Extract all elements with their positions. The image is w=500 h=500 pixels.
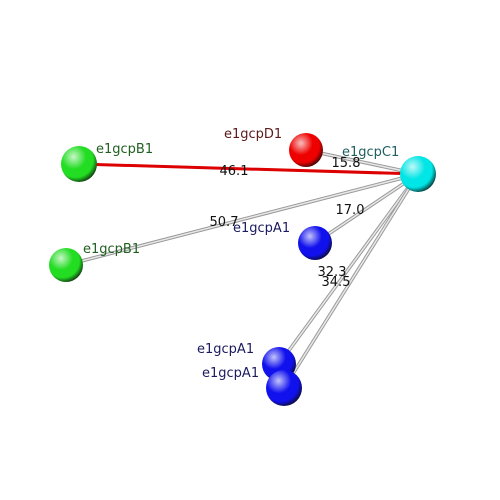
bond-distance-label: 32.3	[318, 265, 347, 280]
atom-label: e1gcpB1	[83, 242, 140, 257]
atom-label: e1gcpA1	[233, 221, 290, 236]
bond-distance-label: 15.8	[332, 156, 361, 171]
atom-label: e1gcpA1	[202, 366, 259, 381]
atom-sphere-blueC[interactable]	[266, 370, 302, 406]
atom-sphere-greenA[interactable]	[61, 146, 97, 182]
bond-greenB	[65, 172, 419, 267]
bonds-layer	[65, 148, 420, 389]
atom-sphere-cyan[interactable]	[400, 156, 436, 192]
labels-layer: 15.8 46.1 50.7 17.0 32.334.5 e1gcpB1 e1gcpB1 e1…	[83, 127, 399, 381]
bond-distance-label: 46.1	[220, 164, 249, 179]
atom-sphere-blueA[interactable]	[298, 226, 332, 260]
atom-sphere-red[interactable]	[289, 133, 323, 167]
bond-red	[305, 148, 419, 176]
bond-greenA	[78, 162, 419, 176]
atom-label: e1gcpD1	[224, 127, 282, 142]
atoms-layer	[49, 133, 436, 406]
bond-distance-label: 50.7	[210, 215, 239, 230]
bond-blueA	[314, 172, 419, 245]
bond-blueB	[277, 172, 420, 366]
bond-blueC	[282, 173, 420, 389]
bond-distance-label: 34.5	[322, 275, 351, 290]
atom-sphere-greenB[interactable]	[49, 248, 83, 282]
atom-label: e1gcpC1	[342, 145, 399, 160]
bond-distance-label: 17.0	[336, 203, 365, 218]
atom-label: e1gcpA1	[197, 342, 254, 357]
atom-label: e1gcpB1	[96, 142, 153, 157]
